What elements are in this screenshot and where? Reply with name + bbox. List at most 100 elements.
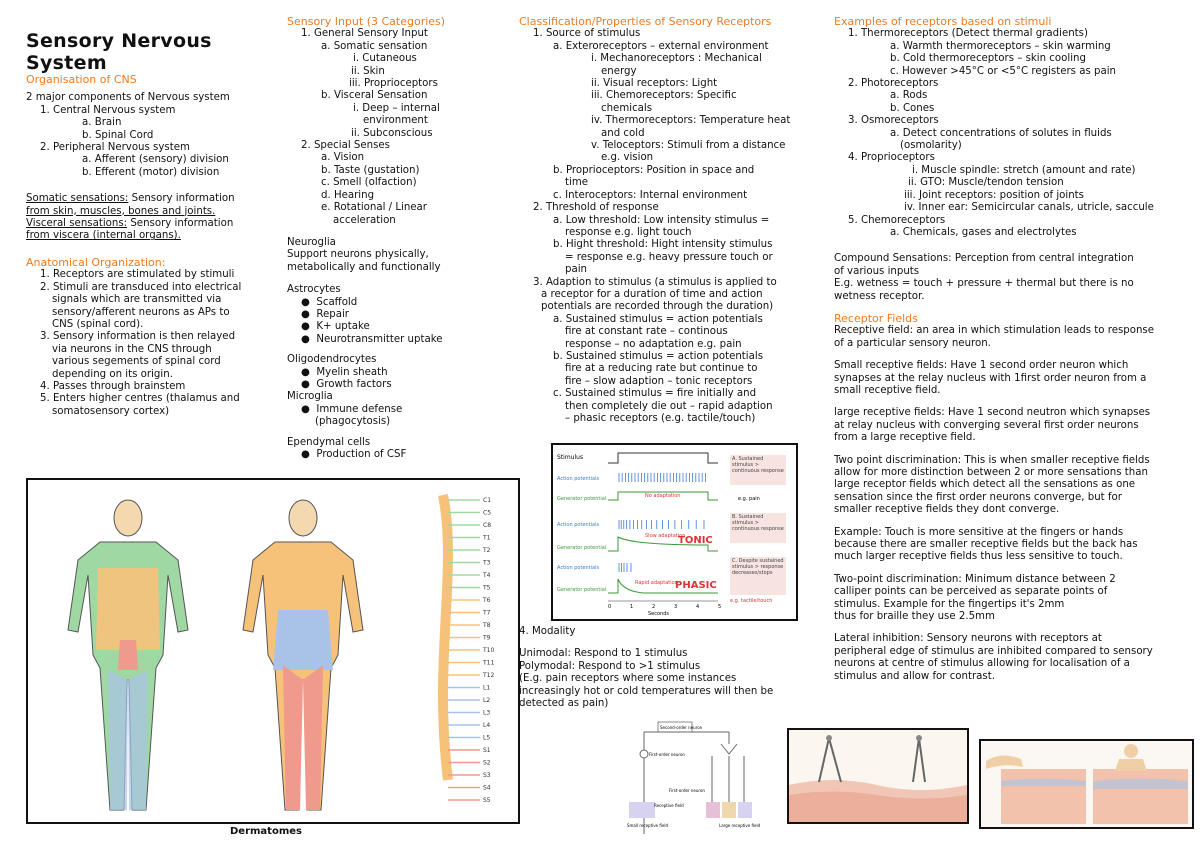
spine-label: T10 — [482, 647, 494, 654]
two-point-min-line: Two-point discrimination: Minimum distan… — [834, 573, 1116, 585]
astrocytes-heading: Astrocytes — [287, 284, 341, 296]
spine-label: L3 — [483, 710, 490, 717]
ependymal-heading: Ependymal cells — [287, 436, 371, 448]
tonic-label: TONIC — [678, 535, 713, 546]
anat-line: somatosensory cortex) — [52, 405, 170, 417]
class-line: v. Teloceptors: Stimuli from a distance — [591, 140, 786, 152]
microglia-item: ● Immune defense — [301, 403, 403, 415]
slow-adapt-label: Slow adaptation — [645, 533, 685, 539]
input-line: b. Visceral Sensation — [321, 90, 428, 102]
spine-label: C5 — [483, 510, 491, 517]
box-a-example: e.g. pain — [738, 496, 760, 502]
gp-label-b: Generator potential — [557, 545, 606, 551]
example-line: a. Detect concentrations of solutes in f… — [890, 127, 1112, 139]
compound-line: of various inputs — [834, 265, 920, 277]
spine-label: T12 — [482, 672, 494, 679]
spine-label: L2 — [483, 697, 490, 704]
oligo-item: ● Growth factors — [301, 378, 392, 390]
anat-line: 5. Enters higher centres (thalamus and — [40, 393, 240, 405]
example-line: iii. Joint receptors: position of joints — [904, 189, 1084, 201]
spine-label: L5 — [483, 735, 490, 742]
spine-label: T3 — [482, 560, 491, 567]
class-line: c. Interoceptors: Internal environment — [553, 189, 748, 201]
rf-def-line: Receptive field: an area in which stimul… — [834, 325, 1154, 337]
two-point-line: large receptor fields which detect all t… — [834, 479, 1136, 491]
astrocyte-item: ● Neurotransmitter uptake — [301, 333, 443, 345]
input-line: a. Vision — [321, 152, 365, 164]
org-line: b. Efferent (motor) division — [82, 166, 220, 178]
two-point-line: allow for more distinction between 2 or … — [834, 467, 1148, 478]
class-line: a. Low threshold: Low intensity stimulus… — [553, 214, 770, 226]
class-line: potentials are recorded through the dura… — [541, 301, 774, 313]
gp-label-c: Generator potential — [557, 587, 606, 593]
sensory-input-heading: Sensory Input (3 Categories) — [287, 15, 446, 28]
two-point-line: sensation since the first order neurons … — [834, 491, 1122, 503]
microglia-item-2: (phagocytosis) — [315, 416, 391, 428]
adaptation-figure: Stimulus Action potentials Generator pot… — [551, 443, 798, 621]
spine-label: L4 — [483, 722, 490, 729]
input-line: d. Hearing — [321, 189, 375, 201]
class-line: b. Sustained stimulus = action potential… — [553, 350, 764, 362]
large-rf-line: large receptive fields: Have 1 second ne… — [834, 407, 1151, 419]
two-point-min-line: stimulus. Example for the fingertips it'… — [834, 598, 1065, 610]
receptive-field-svg: Second-order neuron First-order neuron F… — [627, 721, 761, 834]
anat-line: via neurons in the CNS through — [52, 343, 212, 355]
somatic-text-2: from skin, muscles, bones and joints. — [26, 205, 216, 217]
spine-label: T1 — [482, 535, 491, 542]
input-line: a. Somatic sensation — [321, 40, 428, 52]
class-line: a. Sustained stimulus = action potential… — [553, 313, 763, 325]
class-line: energy — [601, 65, 637, 77]
class-line: then completely die out – rapid adaption — [565, 400, 773, 412]
class-line: iv. Thermoreceptors: Temperature heat — [591, 115, 791, 127]
classification-heading: Classification/Properties of Sensory Rec… — [519, 15, 772, 28]
org-line: 1. Central Nervous system — [40, 104, 176, 116]
org-line: a. Brain — [82, 117, 122, 129]
example-line: iv. Inner ear: Semicircular canals, utri… — [904, 202, 1154, 214]
lateral-line: peripheral edge of stimulus are inhibite… — [834, 645, 1153, 657]
input-line: ii. Skin — [351, 65, 385, 77]
compound-line: E.g. wetness = touch + pressure + therma… — [834, 278, 1134, 290]
example-line: ii. GTO: Muscle/tendon tension — [908, 177, 1064, 189]
class-line: fire at constant rate – continous — [565, 326, 728, 338]
neuroglia-line: Support neurons physically, — [287, 249, 429, 261]
example-line: 1. Thermoreceptors (Detect thermal gradi… — [848, 28, 1088, 40]
receptive-field-figure: Second-order neuron First-order neuron F… — [624, 714, 770, 836]
spine-label: S3 — [483, 772, 491, 779]
class-line: time — [565, 177, 589, 189]
oligo-heading: Oligodendrocytes — [287, 354, 377, 366]
oligo-item: ● Myelin sheath — [301, 366, 388, 378]
neuroglia-line: metabolically and functionally — [287, 261, 441, 273]
spine-label: C8 — [483, 522, 491, 529]
modality-line: detected as pain) — [519, 698, 609, 710]
small-rf-line: Small receptive fields: Have 1 second or… — [834, 360, 1129, 372]
input-line: environment — [363, 115, 428, 127]
example-line: 2. Photoreceptors — [848, 78, 939, 90]
example-line: a. Warmth thermoreceptors – skin warming — [890, 40, 1111, 52]
class-line: and cold — [601, 127, 645, 139]
astrocyte-item: ● K+ uptake — [301, 321, 370, 333]
examples-heading: Examples of receptors based on stimuli — [834, 15, 1052, 28]
modality-line: Polymodal: Respond to >1 stimulus — [519, 660, 701, 672]
ependymal-item: ● Production of CSF — [301, 449, 407, 460]
second-order-label: Second-order neuron — [660, 725, 703, 730]
spine-label: S1 — [483, 747, 491, 754]
spine-label: C1 — [483, 497, 491, 504]
large-rf-line: at relay nucleus with converging several… — [834, 419, 1139, 431]
input-line: 2. Special Senses — [301, 140, 390, 152]
phasic-label: PHASIC — [675, 580, 717, 591]
input-line: ii. Subconscious — [351, 127, 433, 139]
ap-label-c: Action potentials — [557, 565, 599, 571]
input-line: e. Rotational / Linear — [321, 202, 427, 214]
time-tick: 2 — [652, 604, 655, 610]
skin-rf-svg — [981, 741, 1192, 827]
class-line: response – no adaptation e.g. pain — [565, 338, 742, 350]
time-tick: 5 — [718, 604, 721, 610]
visceral-text: Sensory information — [127, 218, 234, 230]
adaptation-svg: Stimulus Action potentials Generator pot… — [557, 452, 786, 617]
two-point-line: Two point discrimination: This is when s… — [834, 454, 1150, 466]
small-field-label: Small receptive field — [627, 823, 668, 828]
modality-line: (E.g. pain receptors where some instance… — [519, 673, 737, 685]
example-touch-line: because there are smaller receptive fiel… — [834, 539, 1138, 551]
lateral-line: Lateral inhibition: Sensory neurons with… — [834, 633, 1102, 645]
